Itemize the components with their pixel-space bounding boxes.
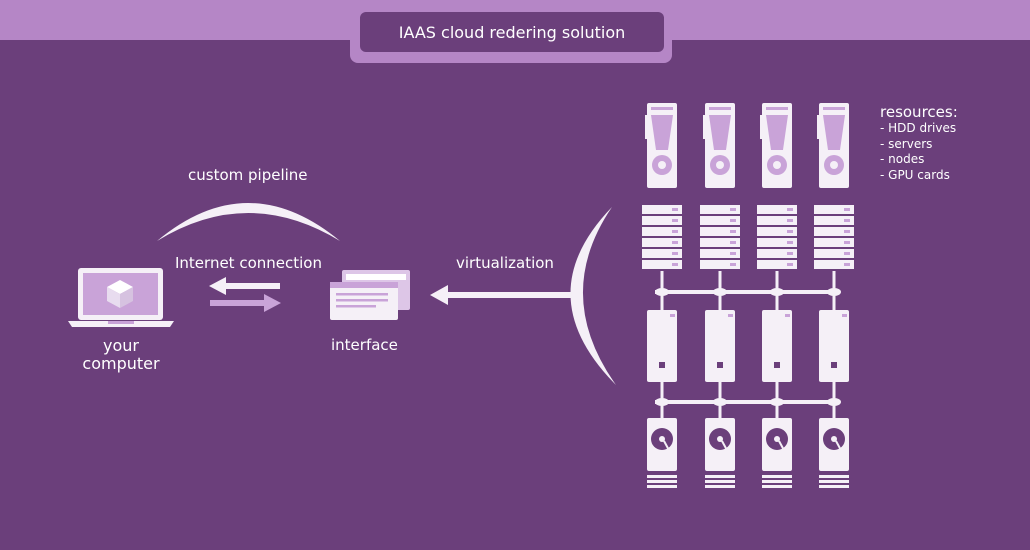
your-computer-label: your computer	[80, 337, 162, 373]
resource-item: - HDD drives	[880, 121, 957, 135]
your-computer-line1: your	[103, 336, 139, 355]
hdd-drive-icon	[647, 418, 677, 488]
custom-pipeline-label: custom pipeline	[188, 166, 308, 184]
virtualization-arrow	[430, 285, 572, 305]
cube-icon	[107, 280, 133, 308]
your-computer-line2: computer	[82, 354, 160, 373]
server-rack-icon	[757, 205, 797, 269]
resource-item: - servers	[880, 136, 933, 151]
virtualization-bracket	[570, 207, 616, 385]
tower-node-icon	[762, 310, 792, 382]
resources-list: resources: - HDD drives - servers - node…	[880, 103, 958, 183]
interface-windows-icon	[330, 270, 410, 320]
server-rack-icon	[642, 205, 682, 269]
hdd-drive-icon	[762, 418, 792, 488]
page-title: IAAS cloud redering solution	[360, 12, 664, 52]
tower-node-icon	[647, 310, 677, 382]
pipeline-arc	[157, 203, 340, 241]
hdd-drive-icon	[819, 418, 849, 488]
server-rack-icon	[700, 205, 740, 269]
gpu-card-icon	[645, 103, 677, 188]
node-bus-lines	[655, 290, 840, 404]
internet-connection-label: Internet connection	[175, 254, 322, 272]
gpu-card-icon	[817, 103, 849, 188]
resources-heading: resources:	[880, 103, 958, 121]
connection-arrows	[209, 277, 281, 312]
resource-item: - nodes	[880, 152, 925, 166]
interface-label: interface	[331, 336, 398, 354]
server-rack-icon	[814, 205, 854, 269]
virtualization-label: virtualization	[456, 254, 554, 272]
gpu-card-icon	[703, 103, 735, 188]
gpu-card-icon	[760, 103, 792, 188]
resource-column-3	[757, 103, 797, 488]
tower-node-icon	[819, 310, 849, 382]
resource-column-1	[642, 103, 682, 488]
resource-column-2	[700, 103, 740, 488]
tower-node-icon	[705, 310, 735, 382]
resource-column-4	[814, 103, 854, 488]
resource-item: - GPU cards	[880, 167, 950, 182]
hdd-drive-icon	[705, 418, 735, 488]
